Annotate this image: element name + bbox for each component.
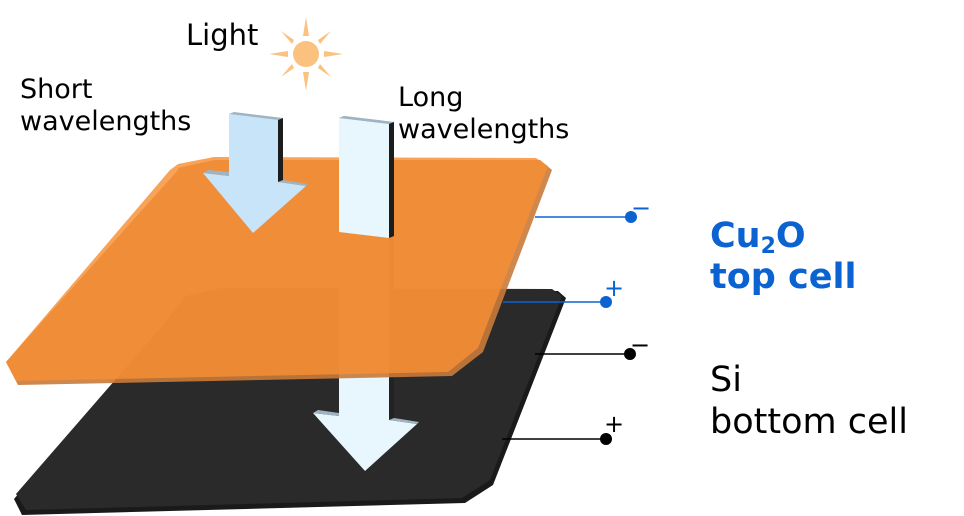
top-cell-label: Cu2O top cell: [710, 216, 857, 298]
short-wavelengths-line-1: Short: [20, 74, 93, 105]
top-cell-negative-sign: −: [631, 194, 652, 222]
formula-subscript: 2: [760, 234, 776, 259]
top-cell-formula: Cu2O: [710, 216, 857, 259]
bottom-cell-positive-sign: +: [604, 410, 625, 438]
formula-prefix: Cu: [710, 216, 761, 256]
top-cell-positive-sign: +: [604, 274, 625, 302]
sun-icon: [269, 17, 343, 91]
top-cell-positive-terminal: [503, 296, 612, 308]
top-cell-name: top cell: [710, 256, 857, 297]
long-wavelength-arrow-top: [339, 116, 394, 238]
bottom-cell-negative-terminal: [535, 348, 636, 360]
bottom-cell-negative-sign: −: [630, 331, 651, 359]
light-label: Light: [186, 18, 259, 52]
top-cell-negative-terminal: [535, 211, 637, 223]
long-wavelengths-line-1: Long: [398, 82, 464, 113]
bottom-cell-positive-terminal: [502, 433, 612, 445]
long-wavelengths-label: Long wavelengths: [398, 82, 569, 146]
formula-suffix: O: [775, 216, 806, 256]
short-wavelength-arrow: [203, 112, 308, 233]
cu2o-top-layer: [6, 157, 552, 385]
short-wavelengths-label: Short wavelengths: [20, 74, 191, 138]
bottom-cell-label: Si bottom cell: [710, 359, 908, 443]
short-wavelengths-line-2: wavelengths: [20, 105, 192, 137]
long-wavelengths-line-2: wavelengths: [398, 113, 570, 145]
bottom-cell-name: bottom cell: [710, 402, 908, 442]
bottom-cell-material: Si: [710, 360, 742, 400]
